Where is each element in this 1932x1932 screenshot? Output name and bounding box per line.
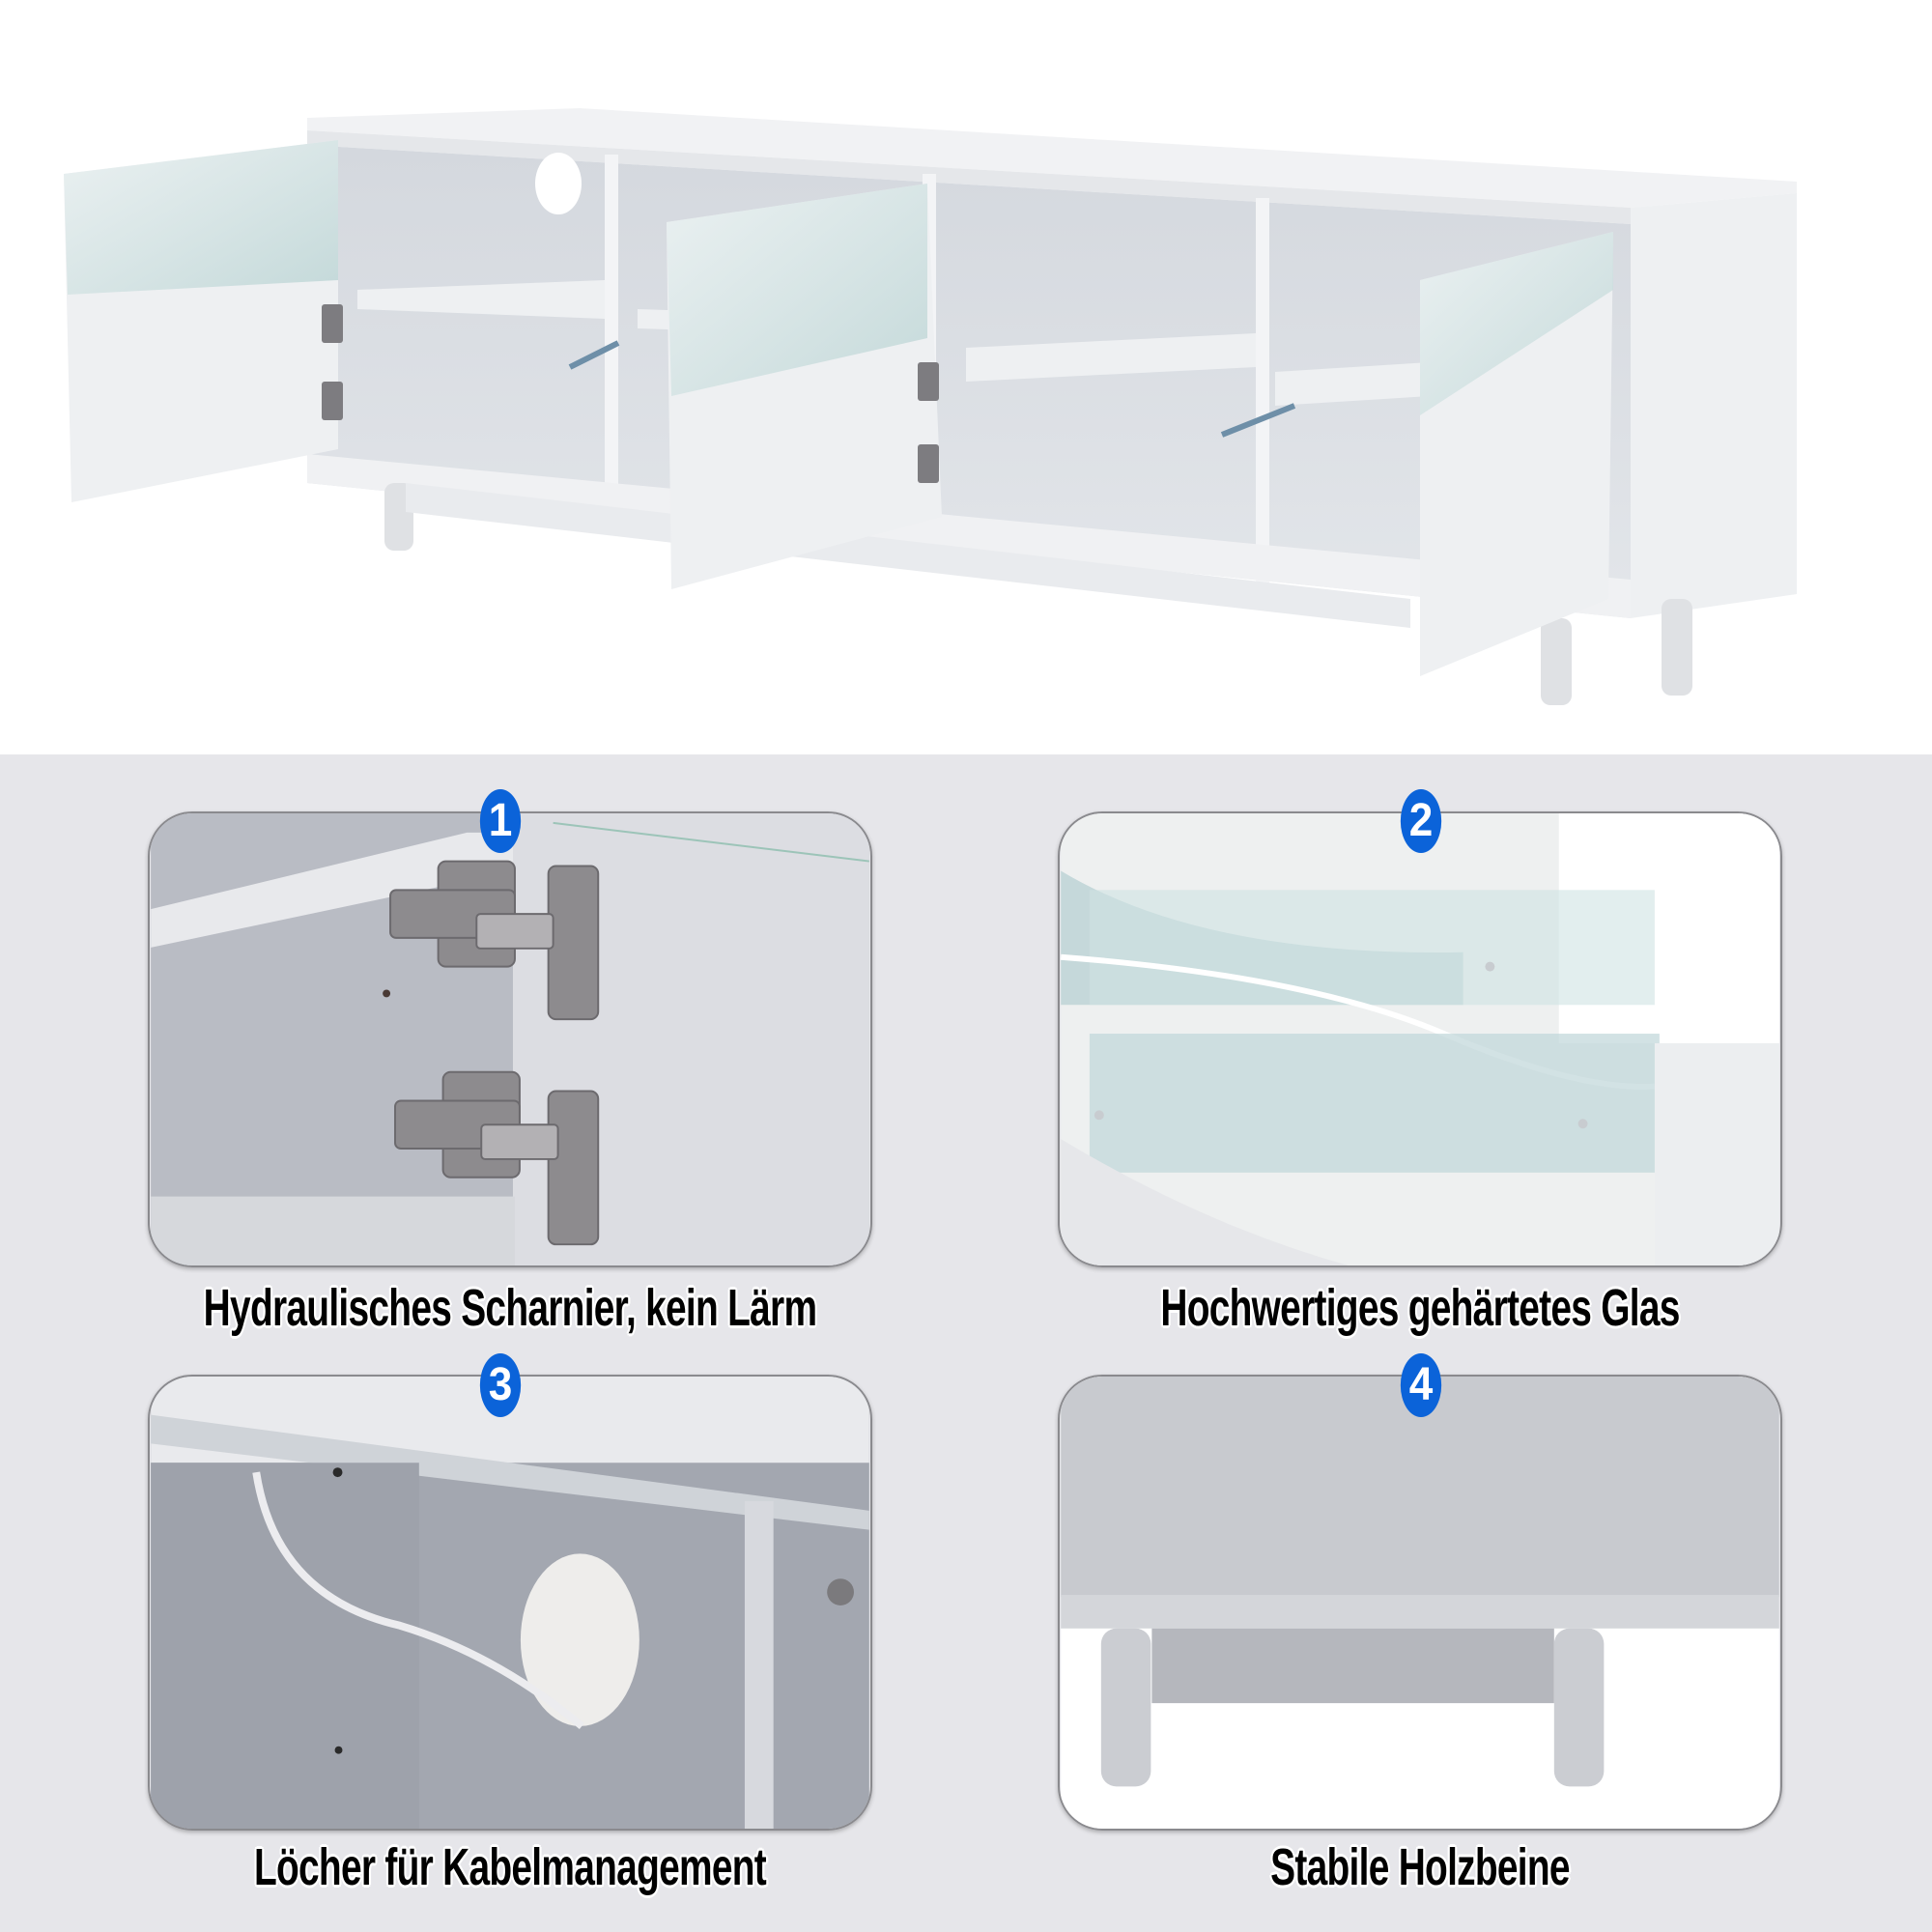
cable-hole-photo bbox=[151, 1377, 869, 1829]
hero-product-image bbox=[0, 0, 1932, 754]
features-section: 1 Hydraulisches Scharnier, kein Lärm 2 H… bbox=[0, 754, 1932, 1932]
feature-card-glass bbox=[1058, 811, 1782, 1267]
feature-caption-4: Stabile Holzbeine bbox=[1270, 1838, 1570, 1896]
tv-cabinet-illustration bbox=[64, 108, 1797, 705]
feature-badge-2: 2 bbox=[1400, 789, 1442, 853]
feature-caption-1: Hydraulisches Scharnier, kein Lärm bbox=[203, 1279, 817, 1337]
glass-photo bbox=[1060, 813, 1779, 1265]
hinge-photo bbox=[151, 813, 869, 1265]
feature-card-legs bbox=[1058, 1375, 1782, 1831]
feature-card-hinge bbox=[148, 811, 872, 1267]
feature-badge-4: 4 bbox=[1400, 1353, 1442, 1417]
feature-card-cable-hole bbox=[148, 1375, 872, 1831]
legs-photo bbox=[1061, 1377, 1779, 1829]
feature-badge-3: 3 bbox=[479, 1353, 522, 1417]
feature-caption-3: Löcher für Kabelmanagement bbox=[253, 1838, 767, 1896]
feature-caption-2: Hochwertiges gehärtetes Glas bbox=[1160, 1279, 1680, 1337]
feature-badge-1: 1 bbox=[479, 789, 522, 853]
